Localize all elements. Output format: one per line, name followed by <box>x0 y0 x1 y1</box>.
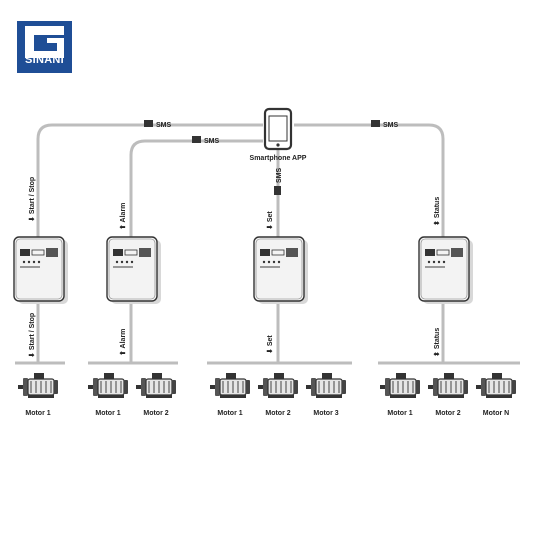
lower-label-3: Set <box>267 335 274 347</box>
sms-label-3: SMS <box>383 122 399 129</box>
motor-label-3-2: Motor 2 <box>265 410 290 417</box>
svg-text:⬆ Alarm: ⬆ Alarm <box>119 203 127 230</box>
svg-text:⬍ Status: ⬍ Status <box>433 328 441 357</box>
motor-label-4-1: Motor 1 <box>387 410 412 417</box>
motor-3-3: Motor 3 <box>306 373 346 417</box>
sms-tag-4: SMS <box>274 168 283 195</box>
sms-label-1: SMS <box>156 122 172 129</box>
svg-text:⬆ Alarm: ⬆ Alarm <box>119 329 127 356</box>
motor-label-1-1: Motor 1 <box>25 410 50 417</box>
svg-text:⬇ Set: ⬇ Set <box>266 335 274 354</box>
sms-tag-1: SMS <box>144 120 172 129</box>
svg-text:⬍ Status: ⬍ Status <box>433 197 441 226</box>
control-panel-3 <box>253 236 308 304</box>
motor-4-2: Motor 2 <box>428 373 468 417</box>
motor-2-2: Motor 2 <box>136 373 176 417</box>
lower-label-4: Status <box>434 328 441 350</box>
motor-label-3-1: Motor 1 <box>217 410 242 417</box>
control-panels <box>13 236 473 304</box>
upper-label-4: Status <box>434 197 441 219</box>
motor-label-3-3: Motor 3 <box>313 410 338 417</box>
motor-3-2: Motor 2 <box>258 373 298 417</box>
sms-tag-2: SMS <box>192 136 220 145</box>
sms-label-4: SMS <box>276 168 283 184</box>
upper-label-3: Set <box>267 211 274 223</box>
motor-label-2-1: Motor 1 <box>95 410 120 417</box>
sms-tag-3: SMS <box>371 120 399 129</box>
sms-line-2 <box>129 139 263 238</box>
smartphone-label: Smartphone APP <box>250 155 307 162</box>
control-panel-1 <box>13 236 68 304</box>
vertical-labels: ⬇ Start / Stop ⬆ Alarm ⬇ Set ⬍ Status ⬇ … <box>28 177 441 358</box>
motor-label-2-2: Motor 2 <box>143 410 168 417</box>
logo-wordmark: SINANI <box>24 54 65 66</box>
sms-line-1 <box>36 123 263 238</box>
smartphone-icon <box>263 107 293 151</box>
logo-emblem-icon <box>25 26 64 58</box>
svg-text:⬇ Set: ⬇ Set <box>266 211 274 230</box>
control-panel-2 <box>106 236 161 304</box>
connection-lines <box>15 123 520 365</box>
control-panel-4 <box>418 236 473 304</box>
upper-label-1: Start / Stop <box>29 177 36 214</box>
upper-label-2: Alarm <box>120 203 127 223</box>
sms-line-4 <box>294 123 445 238</box>
motor-3-1: Motor 1 <box>210 373 250 417</box>
svg-text:⬇ Start / Stop: ⬇ Start / Stop <box>28 177 36 222</box>
motor-4-3: Motor N <box>476 373 516 417</box>
motor-label-4-2: Motor 2 <box>435 410 460 417</box>
motor-4-1: Motor 1 <box>380 373 420 417</box>
motor-label-4-3: Motor N <box>483 410 509 417</box>
svg-text:⬇ Start / Stop: ⬇ Start / Stop <box>28 313 36 358</box>
sms-label-2: SMS <box>204 138 220 145</box>
motor-1-1: Motor 1 <box>18 373 58 417</box>
sinani-logo <box>17 21 72 73</box>
motor-2-1: Motor 1 <box>88 373 128 417</box>
lower-label-1: Start / Stop <box>29 313 36 350</box>
lower-label-2: Alarm <box>120 329 127 349</box>
motors: Motor 1 Motor 1 Motor 2 Motor 1 Motor 2 Motor… <box>18 373 516 417</box>
